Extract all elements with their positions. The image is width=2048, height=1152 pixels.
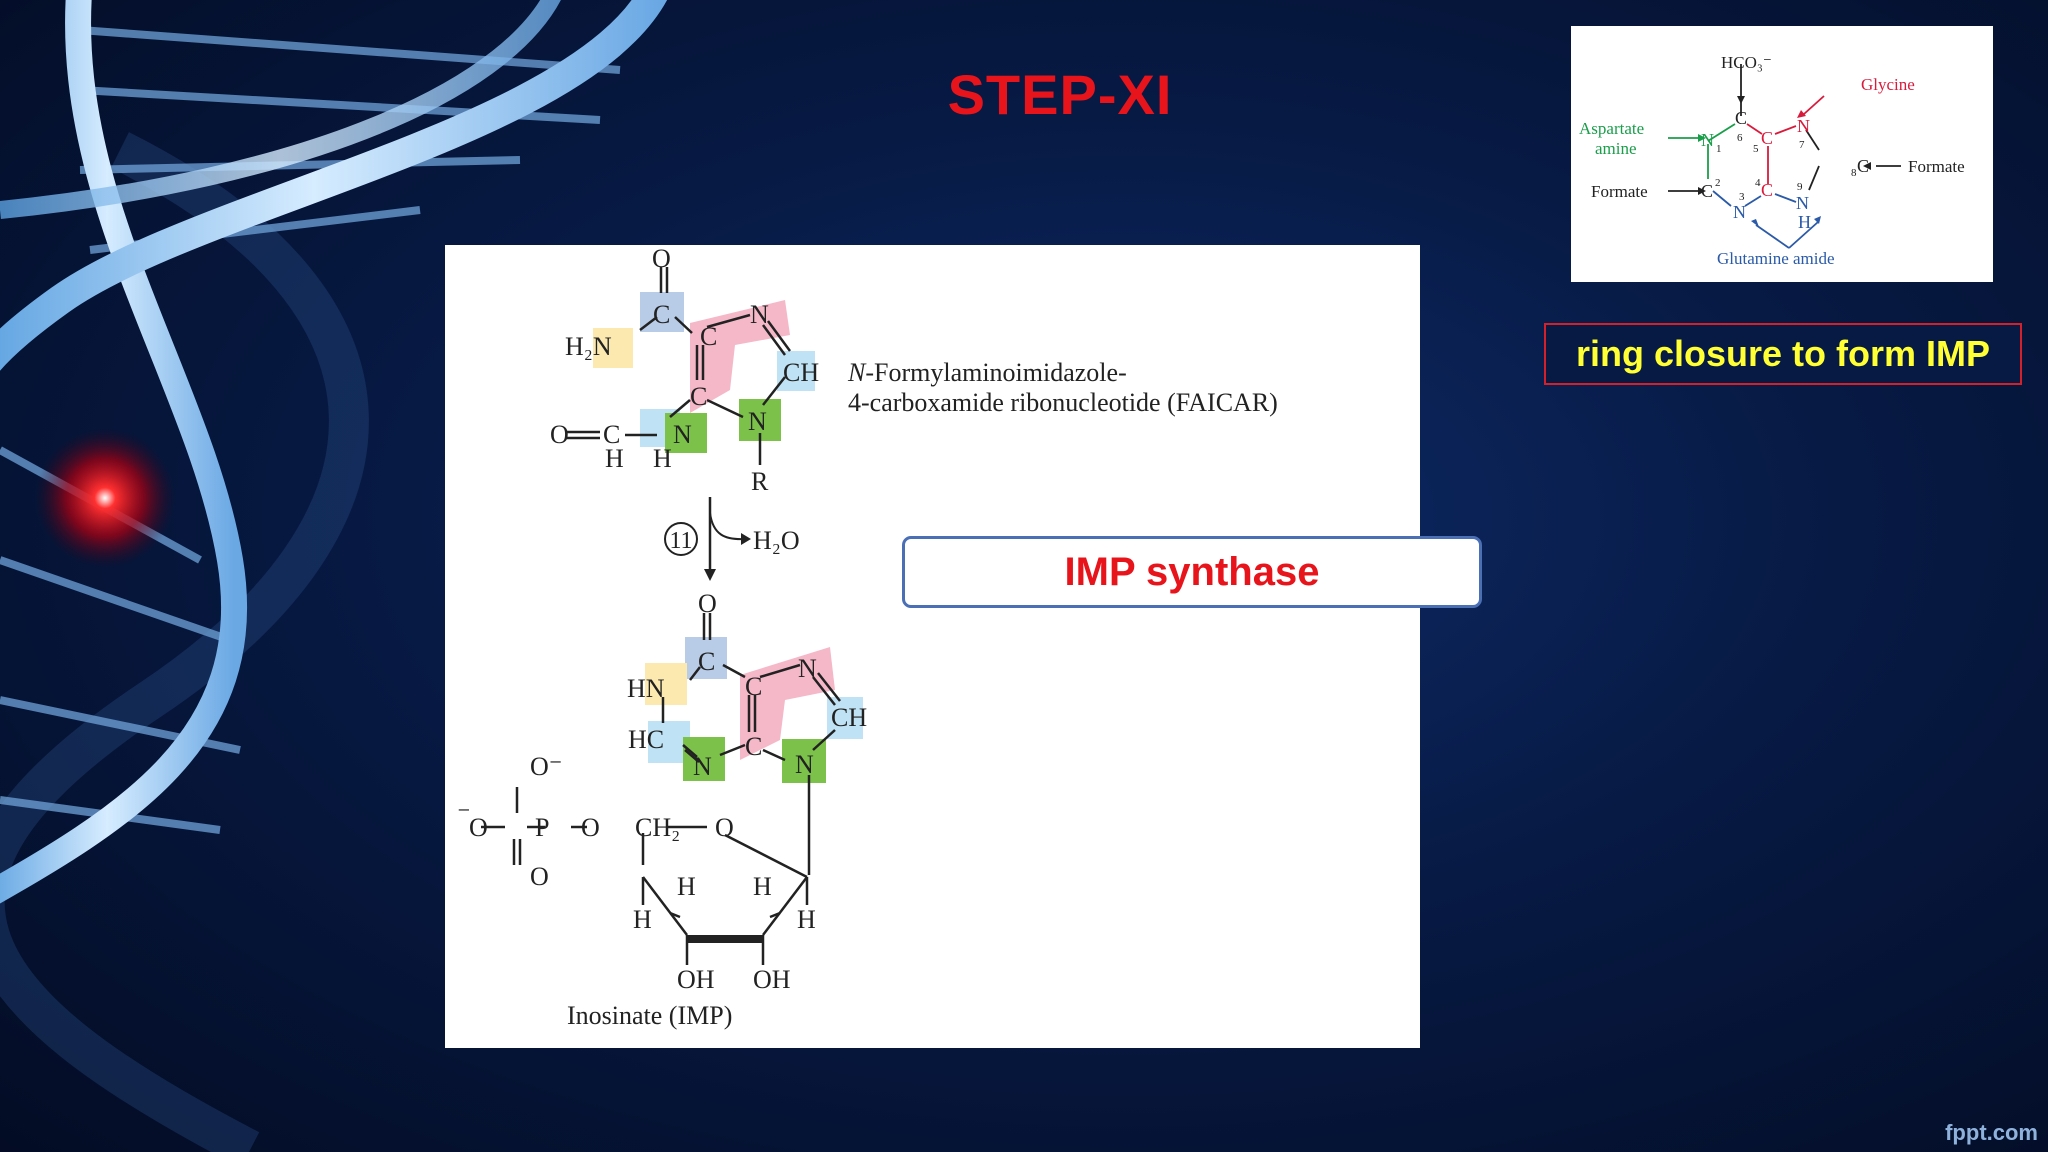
imp-ch8: CH: [831, 703, 867, 732]
inset-glycine: Glycine: [1861, 75, 1915, 94]
inset-num-7: 7: [1799, 139, 1805, 151]
inset-hco3: HCO₃⁻: [1721, 53, 1772, 72]
reaction-diagram-panel: O C H₂N C N CH C N R O C N H H N-Formyla…: [445, 245, 1420, 1048]
faicar-name-line1: N-Formylaminoimidazole-: [847, 358, 1127, 387]
inset-atom-h9: H: [1798, 212, 1811, 232]
inset-aspartate-line2: amine: [1595, 139, 1637, 158]
inset-atom-c5: C: [1761, 128, 1773, 148]
imp-hc2: HC: [628, 725, 664, 754]
ribose-oh-left: OH: [677, 965, 715, 994]
phosphate-minus: ⁻: [457, 800, 471, 829]
inset-num-1: 1: [1716, 143, 1722, 155]
phosphate-o-left: O: [469, 813, 488, 842]
ribose-ring-o: O: [715, 813, 734, 842]
phosphate-o-bridge: O: [581, 813, 600, 842]
imp-n7: N: [798, 654, 817, 683]
step-caption: ring closure to form IMP: [1544, 323, 2022, 385]
slide-title: STEP-XI: [947, 63, 1173, 126]
inset-atom-c2: C: [1701, 181, 1713, 201]
phosphate-o-bottom: O: [530, 862, 549, 891]
inset-atom-c4: C: [1761, 180, 1773, 200]
faicar-h-formyl: H: [605, 444, 624, 473]
imp-n3: N: [693, 752, 712, 781]
purine-origin-inset: HCO₃⁻ Glycine Aspartate amine Formate Fo…: [1571, 26, 1993, 282]
ribose-ch2: CH₂: [635, 813, 680, 842]
inset-atom-c6: C: [1735, 108, 1747, 128]
inset-num-3: 3: [1739, 191, 1745, 203]
imp-o-top: O: [698, 589, 717, 618]
ribose-h3: H: [753, 872, 772, 901]
reaction-arrow: 11 H₂O: [664, 497, 800, 581]
faicar-structure: O C H₂N C N CH C N R O C N H H N-Formyla…: [550, 245, 1278, 496]
imp-name: Inosinate (IMP): [567, 1001, 732, 1030]
phosphate-o-minus: O⁻: [530, 752, 563, 781]
inset-atom-n9: N: [1796, 193, 1809, 213]
faicar-ch: CH: [783, 358, 819, 387]
ribose-oh-right: OH: [753, 965, 791, 994]
step-number: 11: [669, 528, 692, 554]
inset-num-6: 6: [1737, 132, 1743, 144]
inset-atom-n7: N: [1797, 116, 1810, 136]
inset-atom-n3: N: [1733, 202, 1746, 222]
imp-c5: C: [745, 672, 762, 701]
water-byproduct: H₂O: [753, 526, 800, 555]
faicar-n-top: N: [750, 300, 769, 329]
inset-num-9: 9: [1797, 181, 1803, 193]
dna-helix-background: [0, 0, 667, 1152]
inset-formate-left: Formate: [1591, 182, 1648, 201]
inset-num-4: 4: [1755, 177, 1761, 189]
faicar-n9: N: [748, 407, 767, 436]
imp-c4: C: [745, 732, 762, 761]
faicar-n-amide: N: [673, 420, 692, 449]
inset-atom-n1: N: [1701, 130, 1714, 150]
inset-formate-right: Formate: [1908, 157, 1965, 176]
ribose-h1: H: [633, 905, 652, 934]
faicar-o-top: O: [652, 245, 671, 273]
faicar-name-line2: 4-carboxamide ribonucleotide (FAICAR): [848, 388, 1278, 417]
phosphate-p: P: [535, 813, 549, 842]
ribose-h4: H: [797, 905, 816, 934]
inset-aspartate-line1: Aspartate: [1579, 119, 1644, 138]
imp-n9: N: [795, 750, 814, 779]
ribose-h2: H: [677, 872, 696, 901]
faicar-c-formyl: C: [603, 420, 620, 449]
brand-watermark: fppt.com: [1945, 1120, 2038, 1145]
faicar-c5: C: [700, 322, 717, 351]
imp-c6: C: [698, 647, 715, 676]
faicar-c4: C: [690, 382, 707, 411]
inset-num-5: 5: [1753, 143, 1759, 155]
inset-glutamine: Glutamine amide: [1717, 249, 1835, 268]
inset-atom-c8: C: [1857, 156, 1869, 176]
faicar-h-amide: H: [653, 444, 672, 473]
imp-structure: O C HN C N CH HC N C N O⁻ ⁻ O P O O CH₂ …: [457, 589, 867, 1030]
faicar-o-formyl: O: [550, 420, 569, 449]
enzyme-label: IMP synthase: [902, 536, 1482, 608]
faicar-r: R: [751, 467, 769, 496]
faicar-h2n: H₂N: [565, 332, 612, 361]
imp-hn1: HN: [627, 674, 665, 703]
faicar-c-carbonyl: C: [653, 300, 670, 329]
inset-num-8: 8: [1851, 167, 1857, 179]
inset-num-2: 2: [1715, 177, 1721, 189]
